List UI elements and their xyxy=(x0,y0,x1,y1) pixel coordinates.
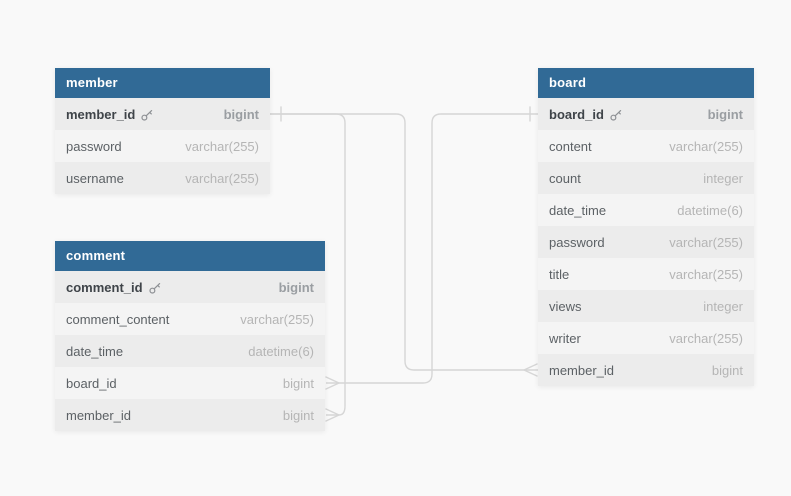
column-name: count xyxy=(549,170,581,186)
table-header-comment[interactable]: comment xyxy=(55,241,325,271)
column-row-member-member_id[interactable]: member_id bigint xyxy=(55,98,270,130)
column-name: member_id xyxy=(66,407,132,423)
column-name: board_id xyxy=(66,375,117,391)
crowfoot-comment-member-id-icon xyxy=(325,408,340,422)
column-type: varchar(255) xyxy=(669,330,743,346)
column-row-board-member_id[interactable]: member_id bigint xyxy=(538,354,754,386)
column-name: writer xyxy=(549,330,581,346)
column-type: integer xyxy=(703,298,743,314)
column-name: title xyxy=(549,266,570,282)
key-icon xyxy=(148,282,160,294)
column-row-board-password[interactable]: password varchar(255) xyxy=(538,226,754,258)
column-name: password xyxy=(66,138,122,154)
column-type: bigint xyxy=(223,106,259,122)
column-type: varchar(255) xyxy=(669,266,743,282)
relation-board-comment xyxy=(326,113,538,384)
column-type: datetime(6) xyxy=(248,343,314,359)
column-row-board-content[interactable]: content varchar(255) xyxy=(538,130,754,162)
column-name: board_id xyxy=(549,106,604,122)
column-name: date_time xyxy=(549,202,607,218)
column-name: views xyxy=(549,298,582,314)
column-name: password xyxy=(549,234,605,250)
column-type: varchar(255) xyxy=(185,170,259,186)
column-type: bigint xyxy=(278,279,314,295)
crowfoot-comment-board-id-icon xyxy=(325,376,340,390)
column-row-member-username[interactable]: username varchar(255) xyxy=(55,162,270,194)
table-header-member[interactable]: member xyxy=(55,68,270,98)
column-row-comment-board_id[interactable]: board_id bigint xyxy=(55,367,325,399)
table-header-board[interactable]: board xyxy=(538,68,754,98)
column-type: varchar(255) xyxy=(185,138,259,154)
column-row-board-title[interactable]: title varchar(255) xyxy=(538,258,754,290)
column-row-member-password[interactable]: password varchar(255) xyxy=(55,130,270,162)
relation-member-board xyxy=(270,113,538,371)
column-row-comment-member_id[interactable]: member_id bigint xyxy=(55,399,325,431)
column-name: comment_id xyxy=(66,279,143,295)
key-icon xyxy=(141,109,153,121)
column-type: bigint xyxy=(711,362,743,378)
column-row-board-board_id[interactable]: board_id bigint xyxy=(538,98,754,130)
column-type: bigint xyxy=(282,375,314,391)
column-name: member_id xyxy=(66,106,136,122)
column-type: bigint xyxy=(707,106,743,122)
column-row-board-views[interactable]: views integer xyxy=(538,290,754,322)
column-name: username xyxy=(66,170,124,186)
column-type: varchar(255) xyxy=(669,234,743,250)
column-type: varchar(255) xyxy=(240,311,314,327)
column-row-comment-comment_id[interactable]: comment_id bigint xyxy=(55,271,325,303)
column-type: datetime(6) xyxy=(677,202,743,218)
column-type: bigint xyxy=(282,407,314,423)
column-row-board-date_time[interactable]: date_time datetime(6) xyxy=(538,194,754,226)
column-row-comment-comment_content[interactable]: comment_content varchar(255) xyxy=(55,303,325,335)
column-row-board-count[interactable]: count integer xyxy=(538,162,754,194)
column-name: content xyxy=(549,138,592,154)
column-name: member_id xyxy=(549,362,615,378)
column-name: date_time xyxy=(66,343,124,359)
crowfoot-board-member-id-icon xyxy=(523,363,538,377)
key-icon xyxy=(610,109,622,121)
column-type: integer xyxy=(703,170,743,186)
column-row-board-writer[interactable]: writer varchar(255) xyxy=(538,322,754,354)
table-member[interactable]: member member_id bigint password varchar(255… xyxy=(55,68,270,194)
column-row-comment-date_time[interactable]: date_time datetime(6) xyxy=(55,335,325,367)
column-type: varchar(255) xyxy=(669,138,743,154)
column-name: comment_content xyxy=(66,311,170,327)
